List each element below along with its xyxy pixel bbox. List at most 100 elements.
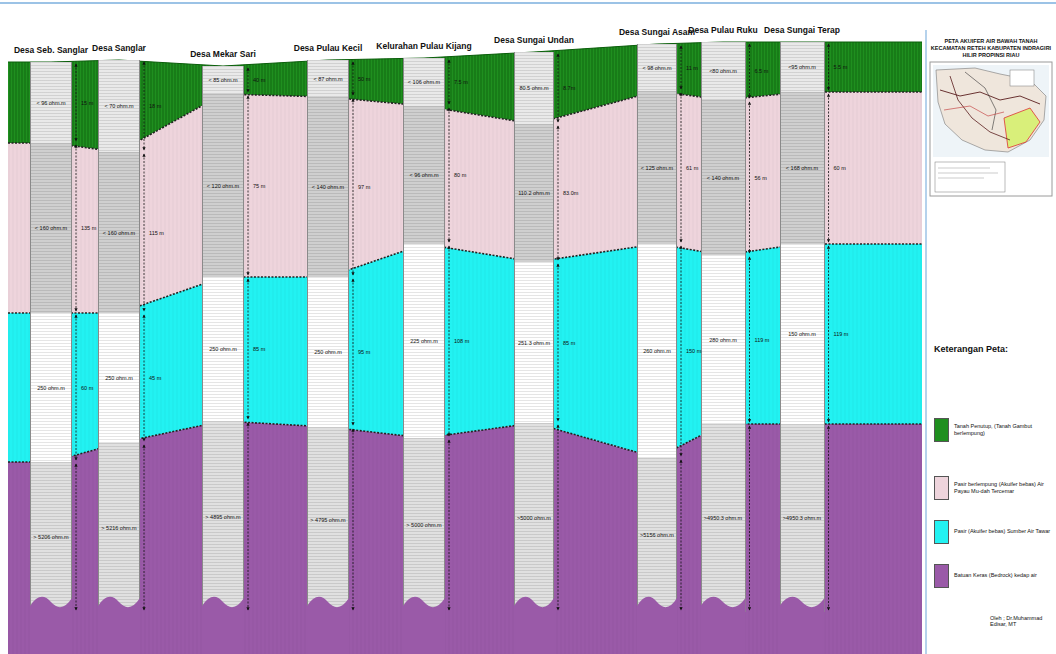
resistivity-value: 225 ohm.m — [410, 338, 438, 344]
resistivity-layer: 150 ohm.m — [780, 244, 825, 424]
borehole-column: Desa Sungai Undan80.5 ohm.m110.2 ohm.m25… — [514, 52, 554, 612]
thickness-arrow — [353, 99, 354, 275]
borehole-column: Desa Sungai Terap<95 ohm.m< 168 ohm.m150… — [780, 42, 825, 612]
resistivity-layer: >4950.3 ohm.m — [701, 424, 746, 612]
resistivity-value: < 120 ohm.m — [207, 183, 239, 189]
resistivity-layer: 260 ohm.m — [637, 244, 677, 458]
map-title: PETA AKUIFER AIR BAWAH TANAH KECAMATAN R… — [930, 38, 1052, 59]
thickness-arrow — [76, 464, 77, 610]
resistivity-layer: < 160 ohm.m — [98, 152, 140, 313]
thickness-arrow — [828, 246, 829, 422]
thickness-arrow — [353, 279, 354, 425]
resistivity-value: > 5206 ohm.m — [33, 534, 68, 540]
resistivity-value: < 140 ohm.m — [312, 184, 344, 190]
resistivity-value: 80.5 ohm.m — [519, 85, 548, 91]
resistivity-layer: >5156 ohm.m — [637, 458, 677, 612]
resistivity-layer: >4950.3 ohm.m — [780, 424, 825, 612]
resistivity-value: < 70 ohm.m — [104, 103, 133, 109]
thickness-label: 85 m — [253, 346, 265, 352]
thickness-label: 80 m — [454, 172, 466, 178]
resistivity-layer: < 87 ohm.m — [307, 60, 349, 97]
resistivity-layer: 251.3 ohm.m — [514, 262, 554, 423]
bedrock-wave — [98, 597, 140, 654]
resistivity-layer: < 106 ohm.m — [403, 58, 445, 106]
legend-row: Pasir berlempung (Akuifer bebas) Air Pay… — [934, 476, 1052, 500]
legend-row: Batuan Keras (Bedrock) kedap air — [934, 564, 1052, 588]
resistivity-layer: 110.2 ohm.m — [514, 124, 554, 262]
bedrock-wave — [307, 597, 349, 654]
resistivity-value: 280 ohm.m — [709, 337, 737, 343]
resistivity-value: <80 ohm.m — [709, 68, 737, 74]
borehole-column: Kelurahan Pulau Kijang< 106 ohm.m< 96 oh… — [403, 58, 445, 612]
resistivity-value: > 5216 ohm.m — [101, 525, 136, 531]
resistivity-value: > 4895 ohm.m — [205, 514, 240, 520]
thickness-arrow — [144, 62, 145, 150]
thickness-arrow — [558, 425, 559, 610]
thickness-label: 45 m — [149, 375, 161, 381]
resistivity-value: < 125 ohm.m — [641, 165, 673, 171]
resistivity-value: 150 ohm.m — [788, 331, 816, 337]
borehole-column: Desa Pulau Ruku<80 ohm.m< 140 ohm.m280 o… — [701, 42, 746, 612]
resistivity-layer: < 125 ohm.m — [637, 91, 677, 244]
bedrock-wave — [403, 597, 445, 654]
legend-heading: Keterangan Peta: — [934, 344, 1008, 354]
resistivity-value: < 160 ohm.m — [35, 225, 67, 231]
resistivity-layer: < 168 ohm.m — [780, 92, 825, 244]
resistivity-value: < 140 ohm.m — [707, 175, 739, 181]
thickness-arrow — [681, 93, 682, 242]
resistivity-value: < 96 ohm.m — [409, 172, 438, 178]
legend-swatch — [934, 476, 949, 500]
resistivity-layer: < 70 ohm.m — [98, 60, 140, 152]
resistivity-value: 110.2 ohm.m — [518, 190, 550, 196]
thickness-label: 135 m — [81, 225, 96, 231]
thickness-label: 7.5 m — [454, 79, 468, 85]
thickness-label: 85 m — [563, 340, 575, 346]
legend-row: Pasir (Akuifer bebas) Sumber Air Tawar — [934, 520, 1052, 544]
thickness-arrow — [144, 445, 145, 610]
resistivity-layer: < 160 ohm.m — [30, 143, 72, 313]
thickness-label: 115 m — [149, 230, 164, 236]
resistivity-value: >4950.3 ohm.m — [704, 515, 742, 521]
thickness-label: 95 m — [358, 349, 370, 355]
frame-line — [0, 2, 1056, 4]
resistivity-value: >5000 ohm.m — [517, 515, 551, 521]
resistivity-value: 250 ohm.m — [314, 349, 342, 355]
borehole-column: Desa Seb. Sanglar< 96 ohm.m< 160 ohm.m25… — [30, 62, 72, 612]
village-name: Desa Sanglar — [92, 43, 146, 53]
resistivity-value: 250 ohm.m — [37, 385, 65, 391]
thickness-arrow — [248, 68, 249, 92]
resistivity-layer: 250 ohm.m — [307, 277, 349, 427]
thickness-label: 50 m — [358, 76, 370, 82]
village-name: Desa Sungai Undan — [494, 35, 574, 45]
village-name: Desa Sungai Asam — [619, 27, 695, 37]
village-name: Desa Pulau Ruku — [688, 25, 757, 35]
bedrock-wave — [701, 597, 746, 654]
resistivity-value: < 87 ohm.m — [313, 76, 342, 82]
thickness-arrow — [681, 460, 682, 610]
resistivity-value: < 96 ohm.m — [36, 100, 65, 106]
thickness-arrow — [449, 60, 450, 104]
resistivity-layer: > 4795 ohm.m — [307, 427, 349, 612]
village-name: Desa Pulau Kecil — [294, 43, 363, 53]
stratum-band — [8, 421, 922, 654]
legend-swatch — [934, 520, 949, 544]
resistivity-value: 260 ohm.m — [643, 348, 671, 354]
legend-swatch — [934, 564, 949, 588]
resistivity-value: 250 ohm.m — [209, 346, 237, 352]
resistivity-layer: 250 ohm.m — [98, 313, 140, 443]
thickness-label: 15 m — [81, 100, 93, 106]
thickness-arrow — [749, 426, 750, 610]
resistivity-layer: 80.5 ohm.m — [514, 52, 554, 124]
thickness-label: 18 m — [149, 103, 161, 109]
thickness-arrow — [76, 145, 77, 311]
borehole-column: Desa Pulau Kecil< 87 ohm.m< 140 ohm.m250… — [307, 60, 349, 612]
thickness-arrow — [353, 62, 354, 95]
resistivity-value: >4950.3 ohm.m — [783, 515, 821, 521]
thickness-label: 108 m — [454, 338, 469, 344]
bedrock-wave — [780, 597, 825, 654]
thickness-arrow — [76, 315, 77, 460]
thickness-label: 61 m — [686, 165, 698, 171]
thickness-arrow — [828, 44, 829, 90]
stratum-hatch — [8, 421, 922, 654]
village-name: Desa Sungai Terap — [764, 25, 840, 35]
